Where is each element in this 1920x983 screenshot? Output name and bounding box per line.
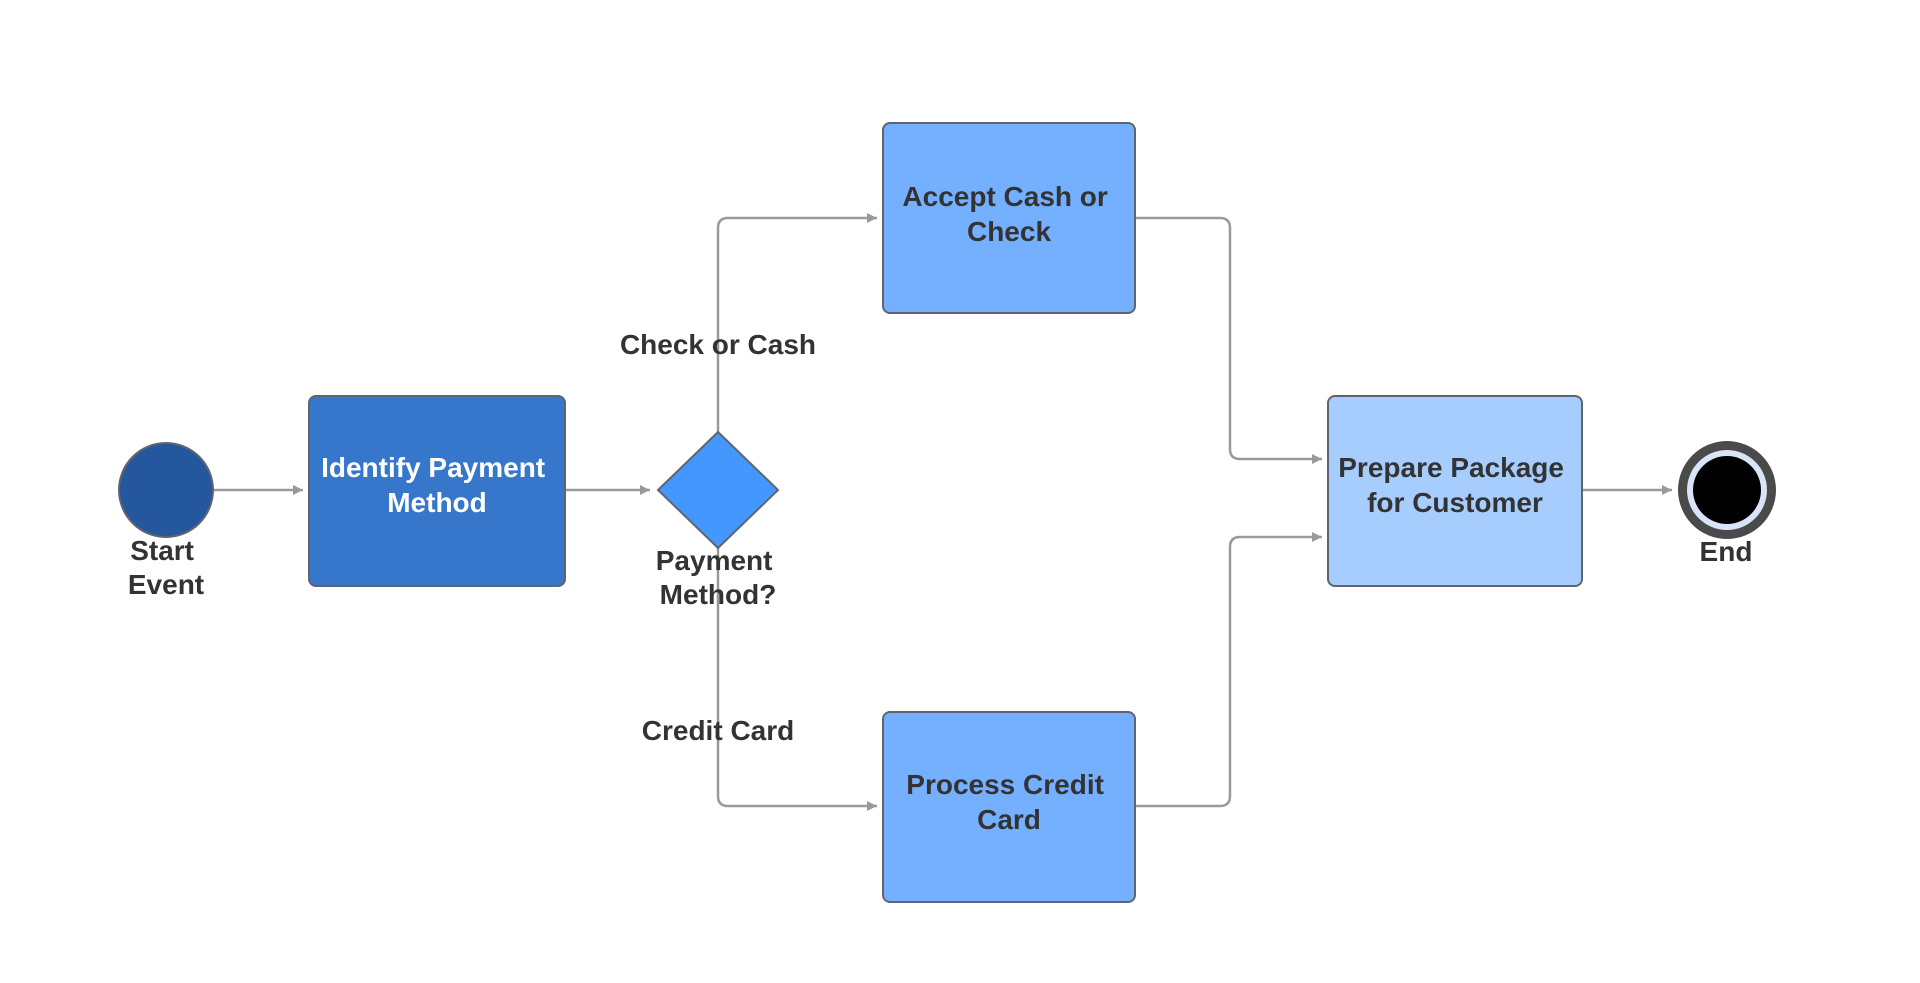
end-event-label-line-1: End [1700,536,1753,567]
task-accept-cash-or-check-label: Accept Cash or Check [902,181,1115,247]
task-prepare-package-box[interactable] [1327,395,1583,587]
gateway-payment-method[interactable]: Payment Method? [656,430,781,610]
edges [214,213,1672,811]
gateway-label-line-1: Payment [656,545,773,576]
task-process-credit-card-label: Process Credit Card [906,769,1111,835]
task-identify-payment-method-label: Identify Payment Method [321,452,553,518]
task-identify-payment-method-box[interactable] [308,395,566,587]
end-event[interactable]: End [1678,441,1776,567]
task-prepare-package[interactable]: Prepare Package for Customer [1327,395,1583,587]
edge-label-credit-card: Credit Card [642,715,794,746]
task-accept-cash-or-check-label-line-1: Accept Cash or [902,181,1107,212]
end-event-core [1693,456,1761,524]
start-event-label: Start Event [128,535,204,600]
task-prepare-package-label: Prepare Package for Customer [1338,452,1572,518]
edge-gateway-to-process [716,548,877,811]
task-process-credit-card-label-line-2: Card [977,804,1041,835]
end-event-label: End [1700,536,1753,567]
edge-label-check-or-cash: Check or Cash [620,329,816,360]
gateway-diamond[interactable] [656,430,780,550]
task-identify-payment-method[interactable]: Identify Payment Method [308,395,566,587]
task-prepare-package-label-line-2: for Customer [1367,487,1543,518]
task-identify-payment-method-label-line-1: Identify Payment [321,452,545,483]
task-prepare-package-label-line-1: Prepare Package [1338,452,1564,483]
task-process-credit-card-box[interactable] [882,711,1136,903]
task-identify-payment-method-label-line-2: Method [387,487,487,518]
task-accept-cash-or-check[interactable]: Accept Cash or Check [882,122,1136,314]
task-accept-cash-or-check-label-line-2: Check [967,216,1051,247]
edge-gateway-to-accept [716,213,877,432]
edge-process-to-prepare [1135,532,1322,808]
gateway-label-line-2: Method? [660,579,777,610]
task-accept-cash-or-check-box[interactable] [882,122,1136,314]
start-event[interactable]: Start Event [118,442,214,600]
gateway-label: Payment Method? [656,545,781,610]
start-event-label-line-2: Event [128,569,204,600]
start-event-label-line-1: Start [130,535,194,566]
start-event-circle[interactable] [118,442,214,538]
task-process-credit-card-label-line-1: Process Credit [906,769,1104,800]
edge-accept-to-prepare [1135,216,1322,464]
task-process-credit-card[interactable]: Process Credit Card [882,711,1136,903]
